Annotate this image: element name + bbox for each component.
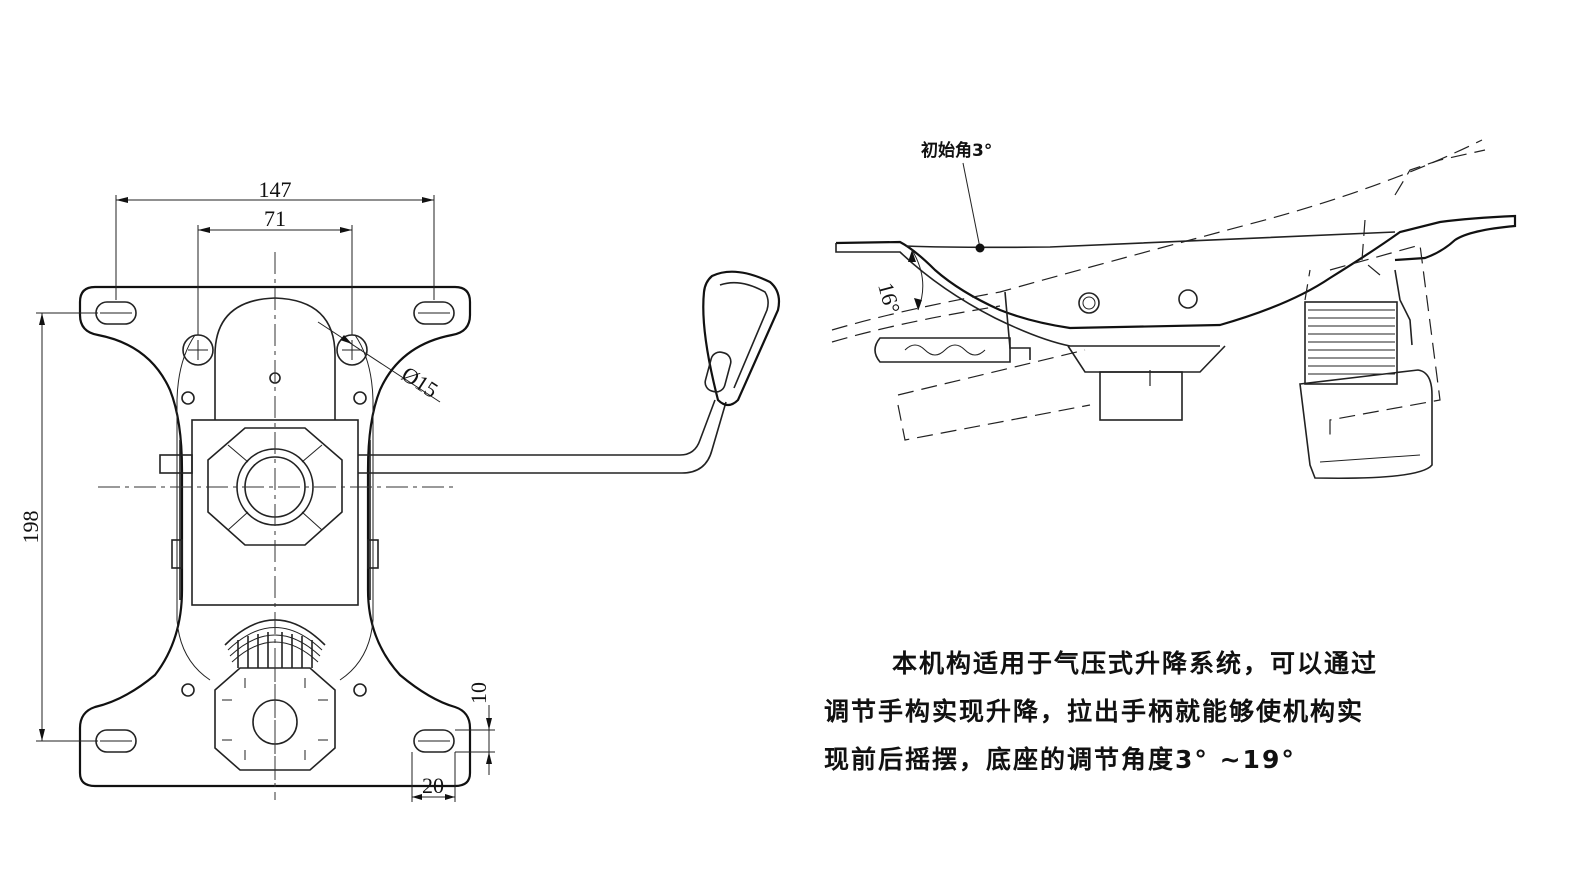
dim-hole-spacing: 71: [264, 206, 286, 231]
seat-plate-solid: [835, 214, 1517, 330]
description-line-2: 调节手构实现升降，拉出手柄就能够使机构实: [824, 697, 1365, 726]
dim-overall-width: 147: [259, 177, 292, 202]
initial-angle-label: 初始角3°: [921, 140, 992, 161]
slot-hole-top-right: [413, 301, 455, 325]
tilt-angle-label: 16°: [873, 280, 905, 316]
dim-overall-height: 198: [18, 511, 43, 544]
description-text: 本机构适用于气压式升降系统，可以通过 调节手构实现升降，拉出手柄就能够使机构实 …: [824, 640, 1514, 784]
top-view: 147 71 Ø15 198 10 20: [18, 177, 781, 802]
dim-hole-diameter: Ø15: [397, 361, 442, 403]
description-line-1: 本机构适用于气压式升降系统，可以通过: [892, 649, 1379, 678]
description-line-3: 现前后摇摆，底座的调节角度3° ~19°: [824, 745, 1296, 774]
lever-handle: [702, 270, 781, 407]
dim-edge-offset-vertical: 10: [466, 682, 491, 704]
dim-edge-offset-horizontal: 20: [422, 773, 444, 798]
seat-plate-tilted: [831, 139, 1483, 343]
cylinder-boss: [1099, 371, 1183, 421]
tilt-spindle: [1299, 269, 1433, 480]
side-view: 16° 初始角3°: [831, 139, 1517, 480]
lever-rod: [358, 399, 727, 474]
slot-hole-bottom-right: [413, 729, 455, 753]
cylinder-octagon: [207, 427, 343, 546]
initial-angle-marker: [975, 243, 985, 253]
